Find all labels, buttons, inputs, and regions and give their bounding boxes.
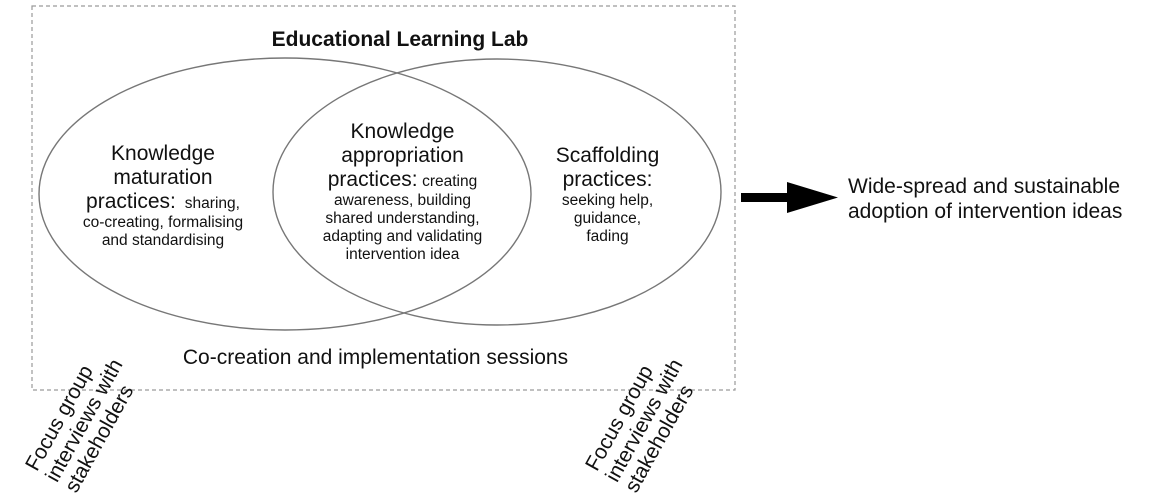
mid-heading-line-2: appropriation <box>341 144 464 168</box>
lab-title: Educational Learning Lab <box>271 28 529 51</box>
sessions-label: Co-creation and implementation sessions <box>182 346 569 369</box>
left-detail-line-1: co-creating, formalising <box>82 214 244 232</box>
left-detail-line-2: and standardising <box>101 232 225 250</box>
right-detail-line-3: fading <box>586 227 629 245</box>
arrow-icon <box>741 182 838 213</box>
outcome-line-2: adoption of intervention ideas <box>848 200 1123 224</box>
right-detail-line-2: guidance, <box>573 210 642 228</box>
scaffolding-label: Scaffolding practices: seeking help, gui… <box>520 144 695 246</box>
left-heading-line-1: Knowledge <box>111 142 215 165</box>
mid-detail-line-2: shared understanding, <box>325 210 480 228</box>
right-detail-line-1: seeking help, <box>561 192 654 210</box>
mid-heading-tail: practices: <box>327 168 418 192</box>
right-heading-line-1: Scaffolding <box>555 144 660 167</box>
learning-lab-boundary <box>31 5 736 391</box>
right-heading-line-2: practices: <box>562 168 653 192</box>
left-detail-inline: sharing, <box>184 195 240 213</box>
outcome-line-1: Wide-spread and sustainable <box>848 175 1120 198</box>
mid-heading-line-1: Knowledge <box>350 120 455 143</box>
mid-detail-inline: creating <box>422 173 478 191</box>
venn-left-ellipse <box>38 57 532 331</box>
outcome-label: Wide-spread and sustainable adoption of … <box>848 174 1168 224</box>
knowledge-appropriation-label: Knowledge appropriation practices: creat… <box>290 120 515 264</box>
left-heading-line-2: maturation <box>113 166 213 190</box>
mid-detail-line-1: awareness, building <box>333 192 471 210</box>
mid-detail-line-4: intervention idea <box>345 245 460 263</box>
venn-right-ellipse <box>272 58 722 326</box>
left-heading-tail: practices: <box>86 190 176 214</box>
mid-detail-line-3: adapting and validating <box>322 228 483 246</box>
knowledge-maturation-label: Knowledge maturation practices: sharing,… <box>48 142 278 250</box>
